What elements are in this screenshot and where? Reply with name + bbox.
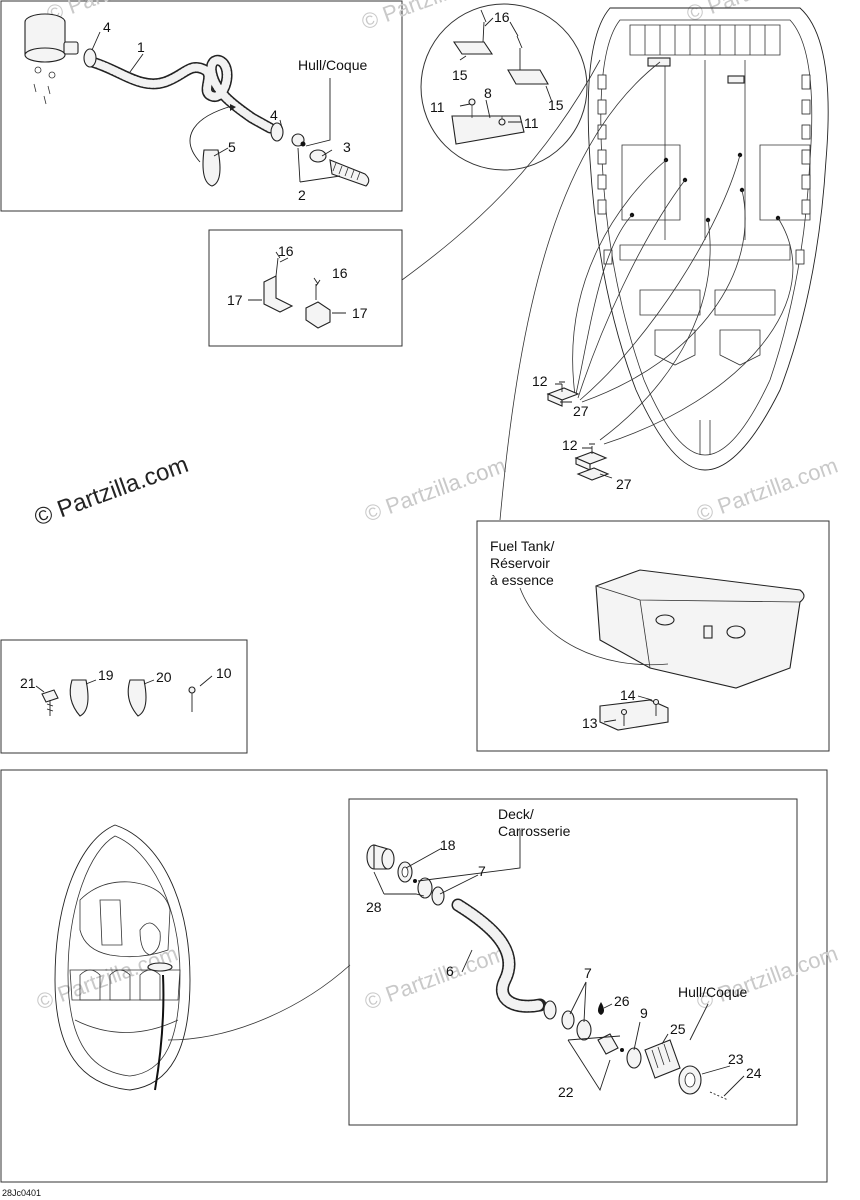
callout-10: 10 [216, 665, 232, 681]
callout-4: 4 [103, 19, 111, 35]
callout-3: 3 [343, 139, 351, 155]
callout-27: 27 [616, 476, 632, 492]
callout-15: 15 [452, 67, 468, 83]
watermark-faint: © Partzilla.com [693, 453, 841, 527]
callout-18: 18 [440, 837, 456, 853]
deck-fitting-illustration [366, 844, 445, 906]
callout-7: 7 [584, 965, 592, 981]
diagram-code: 28Jc0401 [2, 1188, 41, 1198]
vent-fitting-illustration [291, 133, 370, 187]
hose-clamp-illustration [83, 48, 284, 142]
callout-2: 2 [298, 187, 306, 203]
callout-9: 9 [640, 1005, 648, 1021]
callout-5: 5 [228, 139, 236, 155]
label-deck-carrosserie-2: Carrosserie [498, 823, 571, 839]
watermark-main: © Partzilla.com [31, 451, 192, 532]
boat-perspective-illustration [54, 824, 191, 1091]
fuel-tank-illustration [595, 569, 805, 731]
mounting-pad-illustration [546, 381, 610, 481]
callout-14: 14 [620, 687, 636, 703]
watermark-faint: © Partzilla.com [693, 941, 841, 1015]
bracket-detail-illustration [451, 9, 549, 145]
label-hull-coque-top: Hull/Coque [298, 57, 367, 73]
panel-bracket-detail [208, 229, 403, 347]
callout-21: 21 [20, 675, 36, 691]
callout-8: 8 [484, 85, 492, 101]
callout-13: 13 [582, 715, 598, 731]
label-fuel-tank-3: à essence [490, 572, 554, 588]
hull-fitting-illustration [543, 1000, 729, 1101]
callout-17: 17 [227, 292, 243, 308]
vent-hose-lower-illustration [451, 898, 547, 1013]
tie-strap-illustration [189, 104, 236, 187]
callout-28: 28 [366, 899, 382, 915]
watermark-faint: © Partzilla.com [683, 0, 831, 27]
callout-4: 4 [270, 107, 278, 123]
callout-23: 23 [728, 1051, 744, 1067]
hull-top-view-illustration [587, 7, 829, 471]
callout-11: 11 [524, 115, 539, 131]
callout-15: 15 [548, 97, 564, 113]
panel-fasteners [0, 639, 248, 754]
callout-22: 22 [558, 1084, 574, 1100]
callout-11: 11 [430, 99, 445, 115]
fastener-illustration [41, 679, 196, 717]
panel-fuel-tank [476, 520, 830, 752]
callout-6: 6 [446, 963, 454, 979]
panel-deck-hull-vent [0, 769, 828, 1183]
label-fuel-tank-1: Fuel Tank/ [490, 538, 554, 554]
callout-16: 16 [278, 243, 294, 259]
callout-26: 26 [614, 993, 630, 1009]
panel-deck-hull-inner [348, 798, 798, 1126]
magnifier-circle [420, 3, 588, 171]
callout-19: 19 [98, 667, 114, 683]
callout-20: 20 [156, 669, 172, 685]
panel-vent-hose [0, 0, 403, 212]
callout-12: 12 [562, 437, 578, 453]
callout-24: 24 [746, 1065, 762, 1081]
watermark-faint: © Partzilla.com [361, 453, 509, 527]
watermark-faint: © Partzilla.com [361, 941, 509, 1015]
callout-16: 16 [494, 9, 510, 25]
callout-27: 27 [573, 403, 589, 419]
callout-7: 7 [478, 863, 486, 879]
callout-16: 16 [332, 265, 348, 281]
vent-hose-illustration [86, 54, 276, 134]
label-deck-carrosserie-1: Deck/ [498, 806, 534, 822]
callout-12: 12 [532, 373, 548, 389]
callout-17: 17 [352, 305, 368, 321]
hose-routing-lines [499, 61, 794, 521]
vent-canister-illustration [24, 13, 79, 105]
angle-bracket-illustration [263, 251, 331, 329]
label-hull-coque-bottom: Hull/Coque [678, 984, 747, 1000]
label-fuel-tank-2: Réservoir [490, 555, 550, 571]
callout-1: 1 [137, 39, 145, 55]
callout-25: 25 [670, 1021, 686, 1037]
